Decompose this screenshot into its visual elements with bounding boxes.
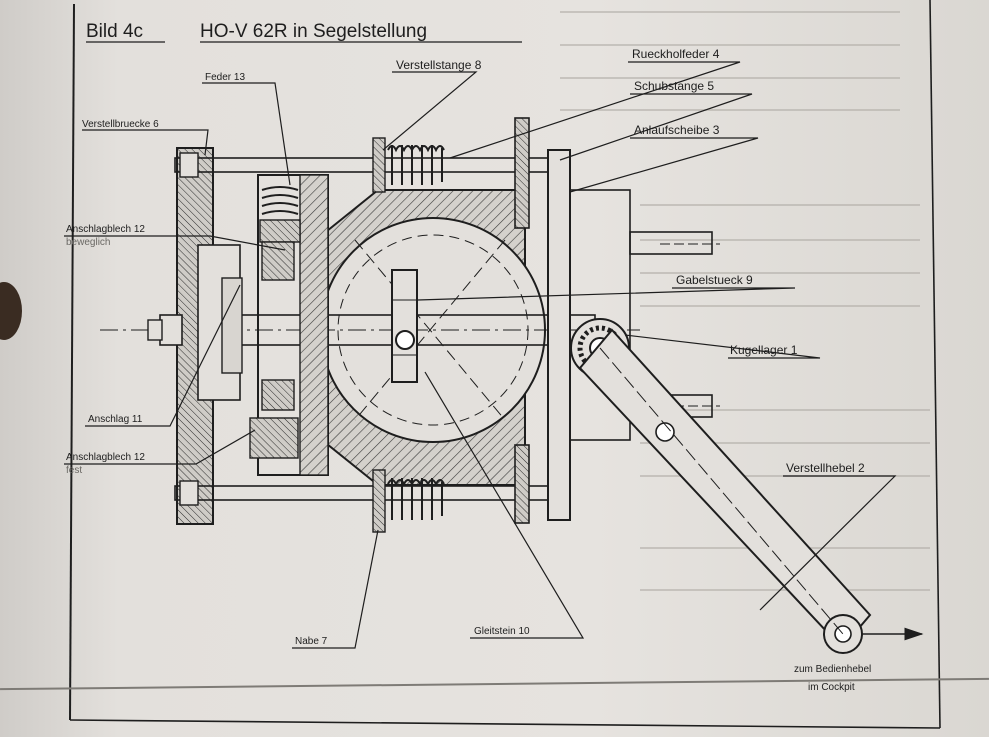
- label-anschlagblech-beweglich: Anschlagblech 12: [66, 224, 145, 235]
- label-kugellager: Kugellager 1: [730, 343, 798, 357]
- adjusting-lever: [578, 328, 924, 654]
- label-anlaufscheibe: Anlaufscheibe 3: [634, 123, 720, 137]
- thrust-rod-washer: [514, 117, 720, 524]
- label-schubstange: Schubstange 5: [634, 79, 714, 93]
- label-bedienhebel-1: zum Bedienhebel: [794, 664, 871, 675]
- return-springs: [372, 137, 445, 533]
- label-verstellhebel: Verstellhebel 2: [786, 461, 865, 475]
- label-bedienhebel-2: im Cockpit: [808, 682, 855, 693]
- label-anschlag: Anschlag 11: [88, 414, 143, 425]
- rotor-housing: [320, 189, 546, 486]
- label-fest: fest: [66, 465, 82, 476]
- label-beweglich: beweglich: [66, 237, 110, 248]
- label-verstellbruecke: Verstellbruecke 6: [82, 119, 159, 130]
- label-rueckholfeder: Rueckholfeder 4: [632, 47, 720, 61]
- figure-title: Bild 4c HO-V 62R in Segelstellung: [86, 21, 522, 43]
- figure-caption: HO-V 62R in Segelstellung: [200, 21, 427, 42]
- figure-number: Bild 4c: [86, 21, 143, 42]
- label-gabelstueck: Gabelstueck 9: [676, 273, 753, 287]
- adjustment-bridge: [147, 147, 243, 525]
- drawing-frame: [69, 0, 941, 729]
- label-anschlagblech-fest: Anschlagblech 12: [66, 452, 145, 463]
- binder-punch-hole: [0, 282, 22, 340]
- label-nabe: Nabe 7: [295, 636, 328, 647]
- label-verstellstange: Verstellstange 8: [396, 58, 482, 72]
- fork-piece: [391, 269, 418, 383]
- leader-lines: [64, 61, 897, 649]
- label-feder: Feder 13: [205, 72, 245, 83]
- spring-housing: [249, 174, 329, 476]
- label-gleitstein: Gleitstein 10: [474, 626, 530, 637]
- part-labels: Feder 13 Verstellstange 8 Rueckholfeder …: [66, 47, 871, 693]
